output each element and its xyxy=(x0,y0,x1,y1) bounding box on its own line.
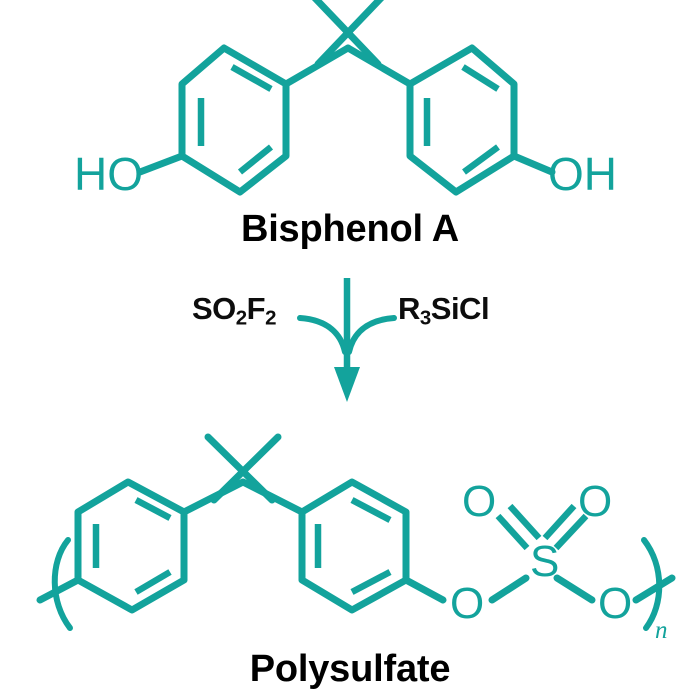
double-bond-inner-left-top-2 xyxy=(230,64,273,92)
bond-to-hydroxyl-left xyxy=(136,152,186,176)
reagent-left-sub-1: 2 xyxy=(235,306,247,330)
double-bond-inner-left-bottom-3 xyxy=(134,569,172,595)
methyl-bond-top-right xyxy=(311,0,382,68)
aromatic-ring-left-top xyxy=(178,44,290,196)
label-hydroxyl-left: HO xyxy=(74,148,143,200)
label-ester-oxygen-right: O xyxy=(598,579,632,628)
reagent-right-formula-prefix: R xyxy=(398,291,420,326)
bond-quatc-to-left-ring-top xyxy=(282,44,352,88)
sulfonyl-right-line-a xyxy=(553,513,589,551)
reagent-left-formula-mid: F xyxy=(246,291,266,326)
bond-to-hydroxyl-right xyxy=(510,152,556,176)
repeat-unit-bracket-left xyxy=(51,537,73,631)
label-oxo-left: O xyxy=(462,477,496,526)
reagent-right-formula-suffix: SiCl xyxy=(430,291,490,326)
sulfonyl-left-line-a xyxy=(495,513,530,551)
reaction-arrow-group xyxy=(297,278,397,402)
double-bond-inner-left-bottom-2 xyxy=(134,497,172,521)
bond-quatc-to-right-ring-bottom xyxy=(239,478,306,516)
reagent-left-sub-2: 2 xyxy=(265,306,276,330)
reagent-label-right: R3SiCl xyxy=(398,291,490,331)
reagent-inflow-curve-right xyxy=(346,315,397,355)
aromatic-ring-left-bottom xyxy=(74,478,188,614)
double-bond-inner-right-bottom-3 xyxy=(350,569,392,595)
label-hydroxyl-right: OH xyxy=(548,148,617,200)
reagent-inflow-curve-left xyxy=(297,315,348,355)
sulfonyl-right-line-b xyxy=(542,503,577,541)
polysulfate-structure: O S O O O n xyxy=(36,433,676,644)
label-repeat-unit-n: n xyxy=(655,617,668,644)
polymer-open-bond-left xyxy=(36,576,82,604)
reagent-right-sub-1: 3 xyxy=(419,306,431,330)
double-bond-inner-left-top-3 xyxy=(237,144,274,175)
bisphenol-a-structure: HO OH xyxy=(74,0,617,200)
methyl-bond-top-left xyxy=(314,0,385,68)
aromatic-ring-right-top xyxy=(406,44,518,196)
label-ester-oxygen-left: O xyxy=(450,579,484,628)
bond-quatc-to-right-ring-top xyxy=(344,44,414,88)
polymer-open-bond-right xyxy=(632,574,676,604)
reagent-left-formula-prefix: SO xyxy=(192,291,236,326)
bond-sulfur-to-ester-oxygen-right xyxy=(553,574,596,604)
double-bond-inner-right-bottom-2 xyxy=(350,497,392,523)
double-bond-inner-right-top-2 xyxy=(461,64,500,92)
reaction-arrow-head xyxy=(334,367,360,402)
bond-ester-oxygen-to-sulfur xyxy=(488,574,530,604)
compound-name-reactant: Bisphenol A xyxy=(240,208,460,250)
compound-name-product: Polysulfate xyxy=(249,648,451,690)
label-oxo-right: O xyxy=(578,477,612,526)
bond-aryl-to-ester-oxygen xyxy=(402,576,447,604)
bond-quatc-to-left-ring-bottom xyxy=(180,478,247,516)
sulfonyl-double-bond-left xyxy=(495,503,542,551)
gem-dimethyl-group-top xyxy=(311,0,385,68)
reagent-label-left: SO2F2 xyxy=(192,291,276,331)
sulfonyl-left-line-b xyxy=(507,503,542,541)
double-bond-inner-right-top-3 xyxy=(462,144,500,175)
sulfonyl-double-bond-right xyxy=(542,503,589,551)
aromatic-ring-right-bottom xyxy=(298,478,410,614)
